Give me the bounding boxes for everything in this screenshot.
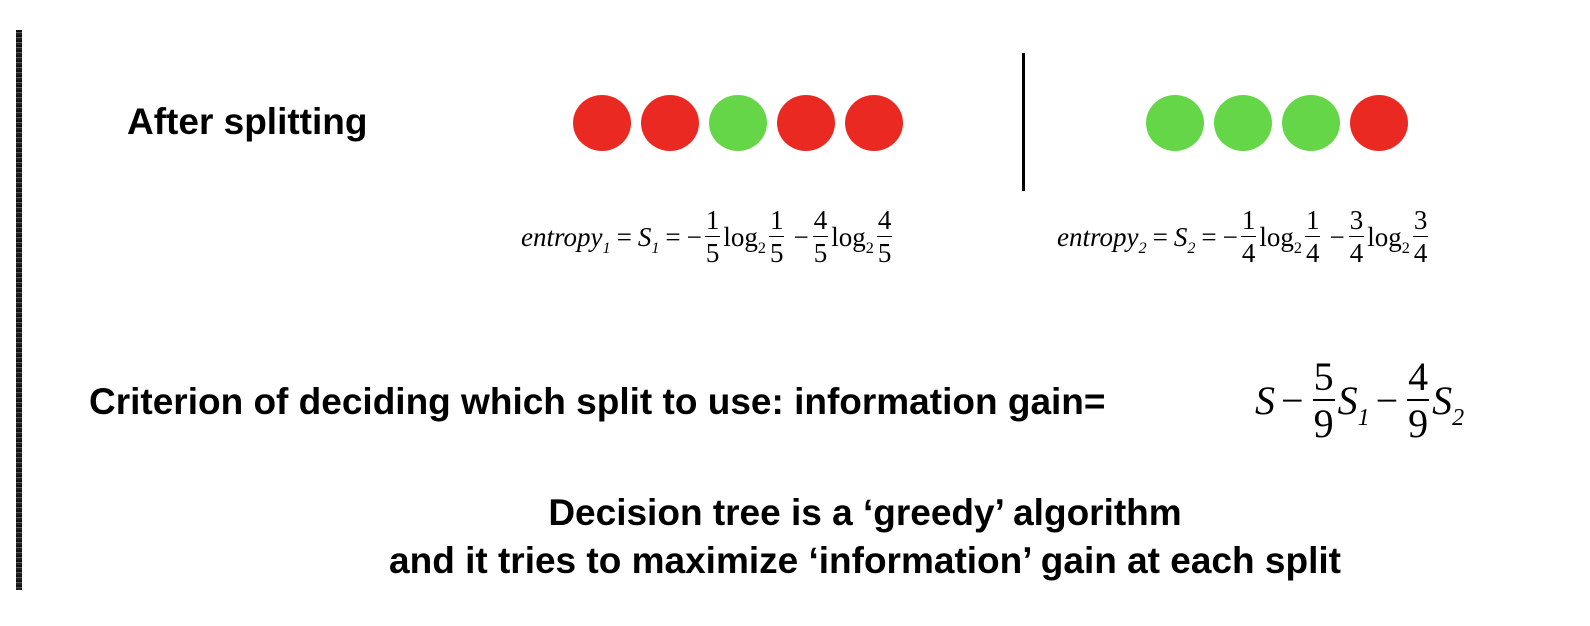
equals-sign: = [1152,221,1168,252]
entropy-left-symbol: S1 [637,221,660,257]
red-dot [777,95,835,151]
gain-total-symbol: S [1255,378,1275,423]
footer-line-1: Decision tree is a ‘greedy’ algorithm [548,492,1182,533]
green-dot [709,95,767,151]
equals-sign: = [665,221,681,252]
red-dot [845,95,903,151]
heading-after-splitting: After splitting [127,101,368,142]
minus-sign: − [686,221,702,252]
equals-sign: = [1201,221,1217,252]
minus-sign: − [1222,221,1238,252]
minus-sign: − [1375,378,1399,423]
log-term: log2 [1367,221,1410,257]
entropy-left-name: entropy1 [521,221,611,257]
criterion-text: Criterion of deciding which split to use… [89,381,1106,422]
equals-sign: = [616,221,632,252]
red-dot [641,95,699,151]
green-dot [1146,95,1204,151]
left-border-rule [16,30,22,590]
minus-sign: − [793,221,809,252]
gain-s1-symbol: S1 [1337,378,1370,431]
log-term: log2 [723,221,766,257]
log-term: log2 [831,221,874,257]
gain-s2-symbol: S2 [1432,378,1465,431]
red-dot [1350,95,1408,151]
entropy-right-symbol: S2 [1173,221,1196,257]
footer-line-2: and it tries to maximize ‘information’ g… [389,540,1341,581]
green-dot [1214,95,1272,151]
minus-sign: − [1329,221,1345,252]
split-divider [1022,53,1025,191]
minus-sign: − [1281,378,1304,423]
red-dot [573,95,631,151]
entropy-right-name: entropy2 [1057,221,1147,257]
green-dot [1282,95,1340,151]
footer-statement: Decision tree is a ‘greedy’ algorithm an… [0,489,1590,585]
log-term: log2 [1259,221,1302,257]
